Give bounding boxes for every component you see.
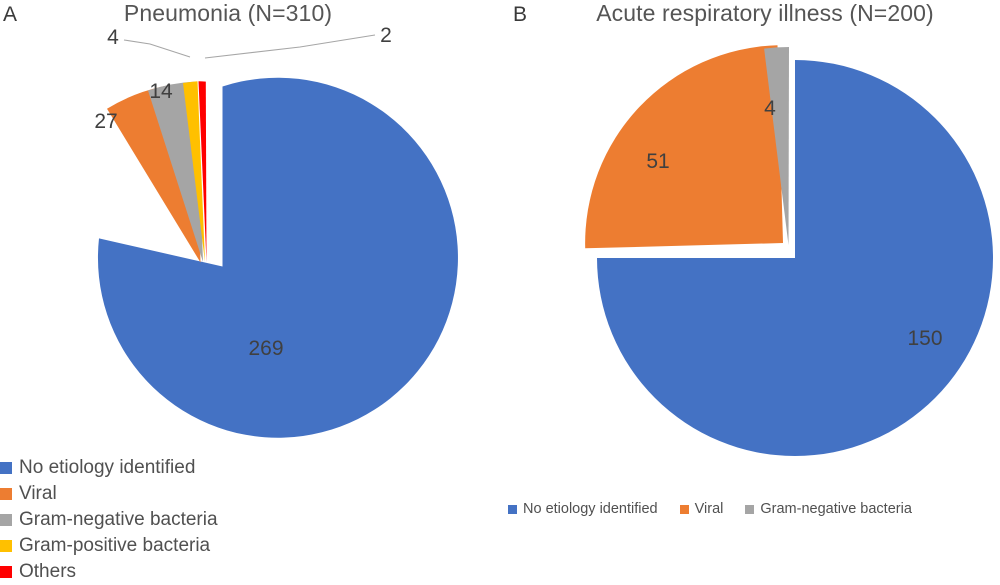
legend-swatch-gram-negative [0,514,12,526]
pie-label-viral: 51 [646,150,669,173]
legend-label-viral: Viral [19,483,57,504]
legend-item-no-etiology[interactable]: No etiology identified [0,455,263,481]
legend-swatch-viral [679,504,689,514]
legend-swatch-gram-negative [745,504,755,514]
pie-label-gram-negative: 4 [764,97,776,120]
legend-item-gram-positive[interactable]: Gram-positive bacteria [0,533,263,559]
pie-label-no-etiology: 150 [907,327,942,350]
pie-label-others: 2 [380,24,392,47]
legend-item-others[interactable]: Others [0,559,263,585]
pie-slice-viral[interactable] [585,45,783,249]
legend-swatch-viral [0,488,12,500]
panel-a-title: Pneumonia (N=310) [123,0,333,26]
legend-swatch-gram-positive [0,540,12,552]
pie-slice-gram-positive[interactable] [183,81,205,262]
panel-a: A Pneumonia (N=310) 269 27 14 4 2 [0,0,500,582]
pie-slice-no-etiology[interactable] [597,60,993,456]
pie-slice-gram-negative[interactable] [764,47,789,245]
legend-panel-a: No etiology identified Viral Gram-negati… [0,455,500,585]
legend-swatch-no-etiology [508,504,517,514]
pie-label-no-etiology: 269 [248,337,283,360]
panel-a-letter: A [3,3,18,26]
pie-label-gram-negative: 14 [149,80,173,103]
panel-b-letter: B [513,3,528,26]
panel-b: B Acute respiratory illness (N=200) 150 … [500,0,1000,535]
legend-label-gram-positive: Gram-positive bacteria [19,535,211,556]
legend-panel-b: No etiology identified Viral Gram-negati… [508,498,1000,520]
leader-line-gram-positive [123,39,191,58]
panel-b-title: Acute respiratory illness (N=200) [596,0,934,26]
legend-swatch-no-etiology [0,462,12,474]
pie-slice-others[interactable] [198,81,207,262]
pie-chart-pneumonia: 269 27 14 4 2 [94,24,458,438]
pie-chart-acute-respiratory-illness: 150 51 4 [585,45,993,456]
legend-item-no-etiology[interactable]: No etiology identified [508,498,658,520]
legend-label-gram-negative: Gram-negative bacteria [19,509,218,530]
pie-slice-no-etiology[interactable] [97,77,458,438]
legend-label-no-etiology: No etiology identified [523,501,658,517]
legend-item-viral[interactable]: Viral [679,498,724,520]
legend-item-gram-negative[interactable]: Gram-negative bacteria [0,507,263,533]
pie-label-gram-positive: 4 [107,26,119,49]
legend-label-viral: Viral [694,501,724,517]
legend-item-gram-negative[interactable]: Gram-negative bacteria [745,498,912,520]
legend-swatch-others [0,566,12,578]
legend-item-viral[interactable]: Viral [0,481,263,507]
leader-line-others [204,34,376,59]
legend-label-no-etiology: No etiology identified [19,457,196,478]
legend-label-gram-negative: Gram-negative bacteria [760,501,912,517]
legend-label-others: Others [19,561,77,582]
pie-label-viral: 27 [94,110,117,133]
